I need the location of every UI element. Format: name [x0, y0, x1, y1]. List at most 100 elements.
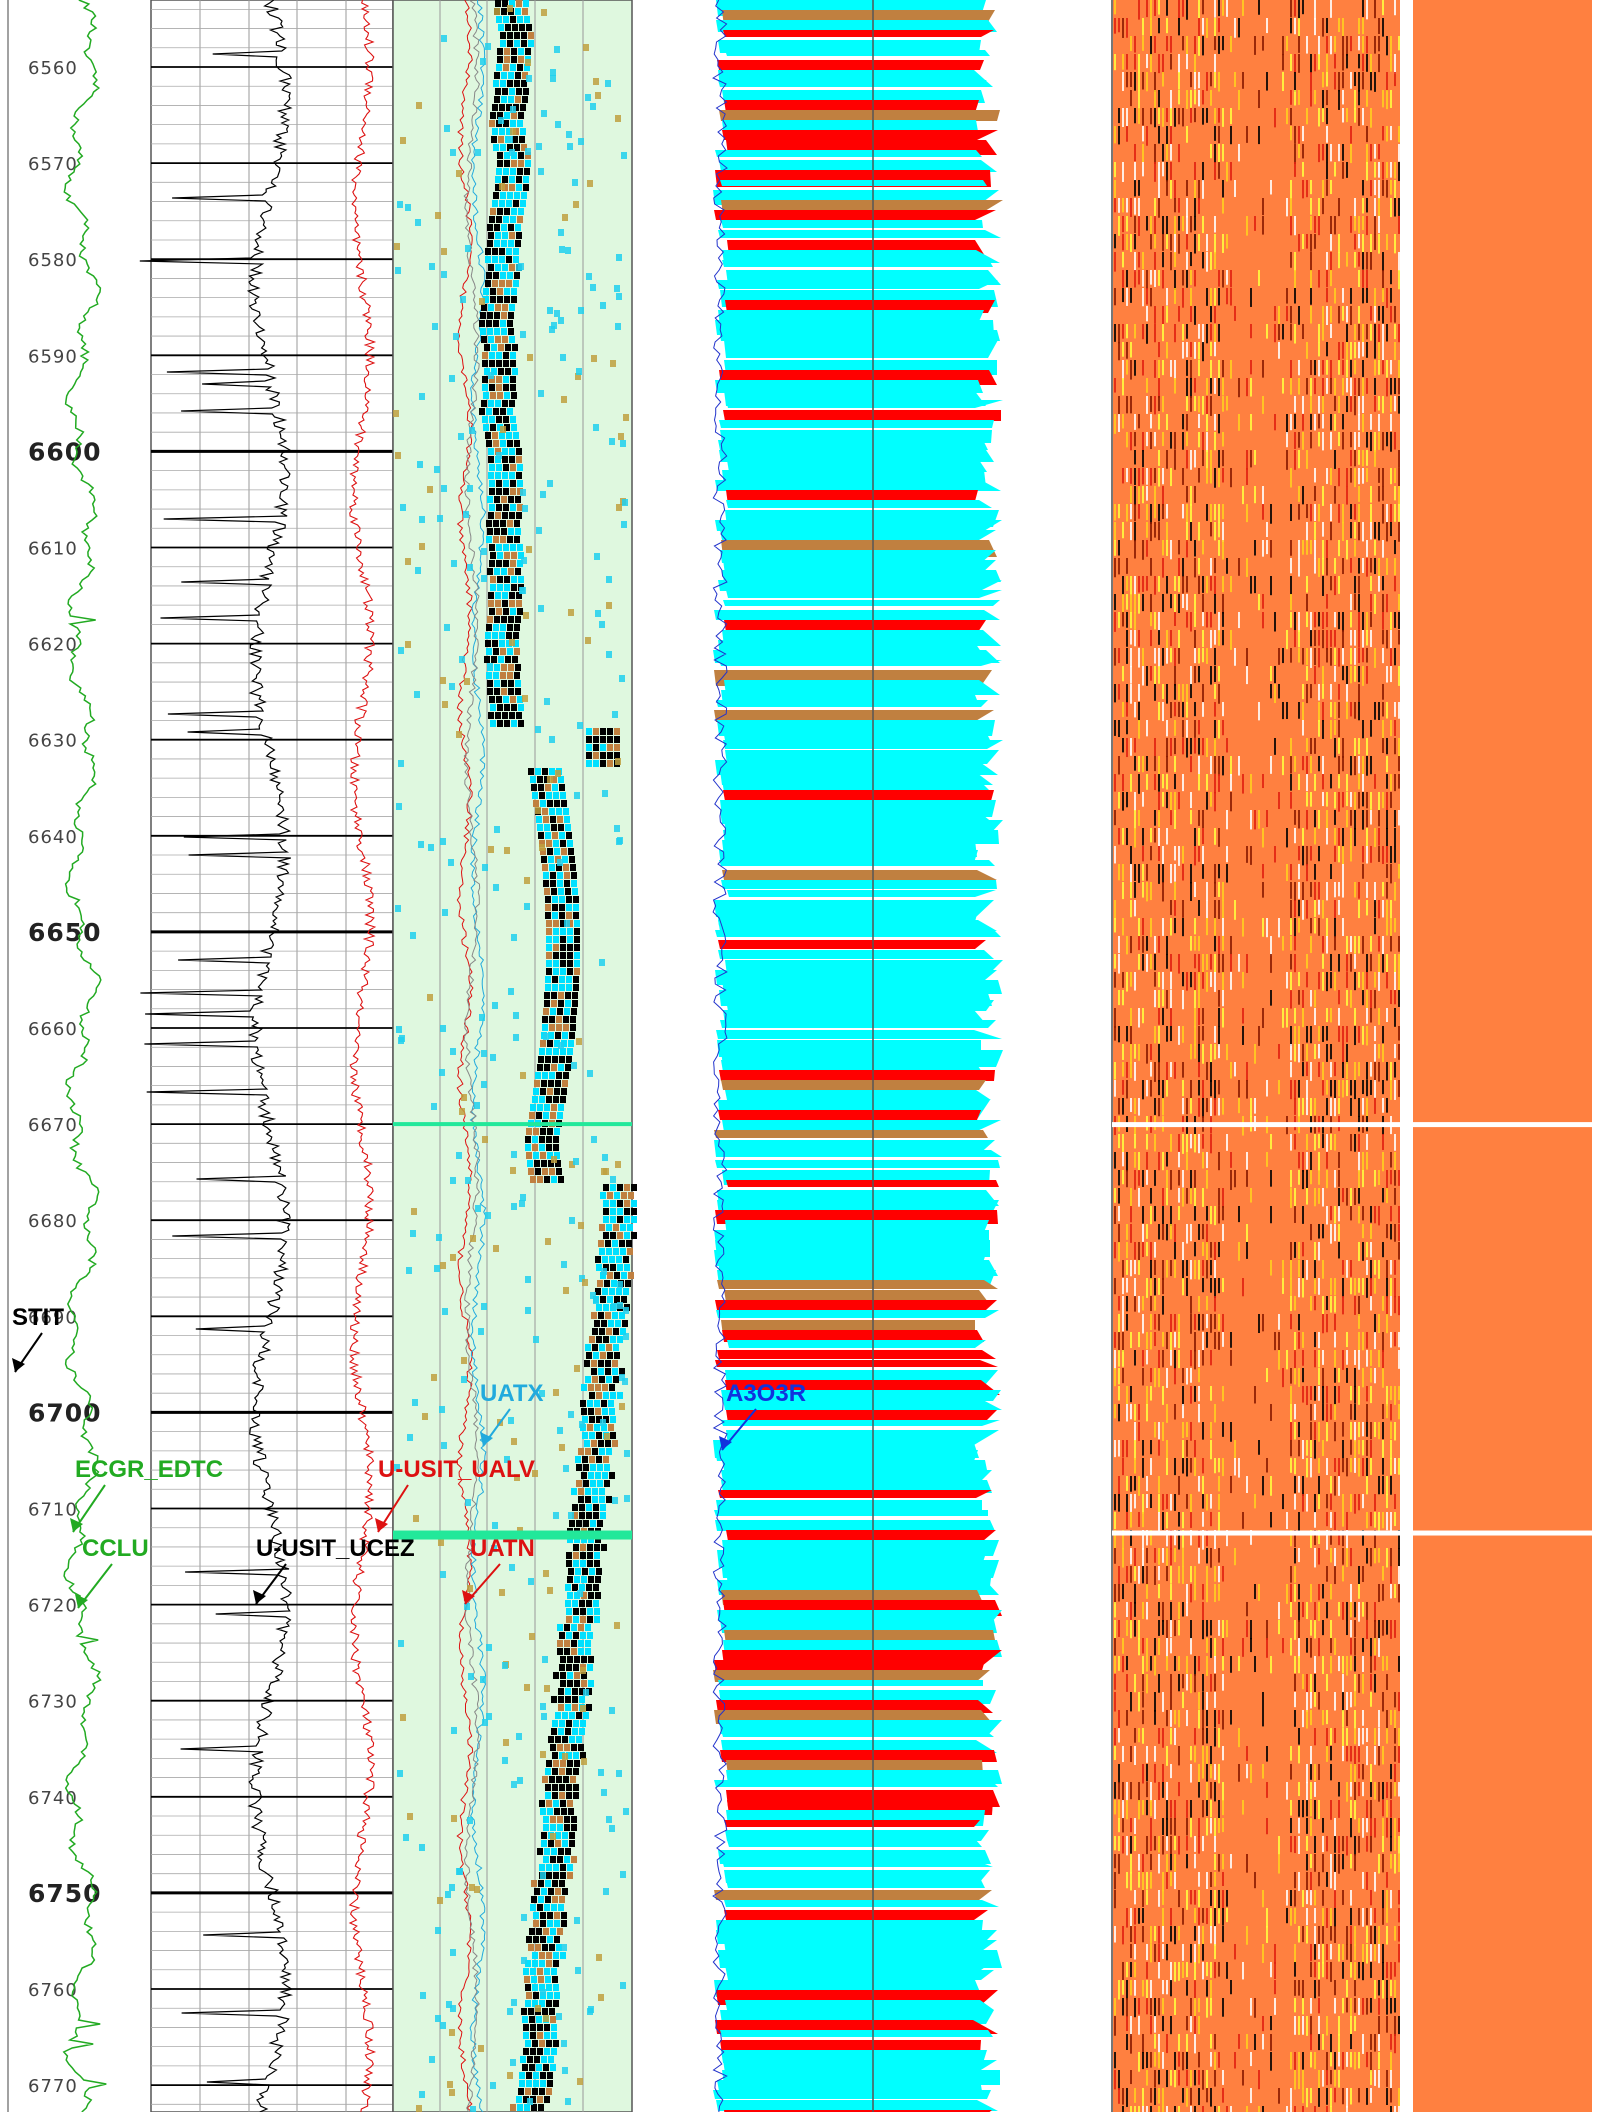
image-stripe [1122, 1134, 1124, 1153]
waveform-pixel [501, 96, 507, 103]
image-stripe [1310, 684, 1312, 699]
waveform-pixel [545, 1768, 551, 1775]
image-stripe [1162, 270, 1164, 289]
waveform-pixel [486, 408, 492, 415]
image-stripe [1174, 864, 1176, 882]
waveform-speck [549, 326, 555, 333]
waveform-pixel [551, 1000, 557, 1007]
waveform-pixel [614, 728, 620, 735]
image-stripe [1206, 1818, 1208, 1836]
image-stripe [1214, 1872, 1216, 1887]
image-stripe [1222, 720, 1224, 736]
image-stripe [1162, 864, 1164, 883]
image-stripe [1190, 2016, 1192, 2033]
waveform-pixel [624, 1232, 630, 1239]
bond-left-band [718, 440, 873, 450]
waveform-speck [508, 1417, 514, 1424]
waveform-speck [395, 267, 401, 274]
image-stripe [1174, 738, 1176, 755]
image-stripe [1138, 0, 1140, 20]
waveform-pixel [486, 536, 492, 543]
image-stripe [1222, 1818, 1224, 1833]
image-stripe [1310, 252, 1312, 272]
image-stripe [1306, 1764, 1308, 1784]
image-stripe [1146, 0, 1148, 18]
waveform-pixel [560, 1760, 566, 1767]
waveform-speck [536, 143, 542, 150]
image-stripe [1130, 432, 1132, 451]
waveform-pixel [483, 424, 489, 431]
image-stripe [1118, 1296, 1120, 1311]
image-stripe [1262, 774, 1264, 789]
image-stripe [1182, 1026, 1184, 1043]
image-stripe [1174, 1656, 1176, 1672]
image-stripe [1302, 900, 1304, 920]
image-stripe [1270, 756, 1272, 774]
image-stripe [1278, 1332, 1280, 1351]
image-stripe [1162, 918, 1164, 936]
waveform-pixel [502, 592, 508, 599]
image-stripe [1246, 558, 1248, 577]
image-stripe [1186, 1494, 1188, 1509]
waveform-pixel [563, 1016, 569, 1023]
waveform-pixel [559, 976, 565, 983]
image-stripe [1290, 648, 1292, 663]
image-stripe [1234, 2052, 1236, 2069]
image-stripe [1114, 180, 1116, 200]
waveform-speck [561, 1944, 567, 1951]
waveform-pixel [628, 1272, 634, 1279]
image-stripe [1150, 1242, 1152, 1261]
image-stripe [1182, 1602, 1184, 1617]
waveform-speck [398, 647, 404, 654]
image-stripe [1126, 432, 1128, 448]
image-stripe [1194, 1854, 1196, 1869]
image-stripe [1190, 1368, 1192, 1383]
image-stripe [1218, 18, 1220, 33]
waveform-pixel [553, 1144, 559, 1151]
image-stripe [1306, 792, 1308, 807]
image-stripe [1202, 36, 1204, 56]
waveform-pixel [555, 1160, 561, 1167]
bond-left-band [718, 940, 873, 949]
image-stripe [1278, 1314, 1280, 1330]
waveform-pixel [546, 960, 552, 967]
image-stripe [1290, 1836, 1292, 1853]
waveform-pixel [553, 952, 559, 959]
waveform-pixel [547, 1128, 553, 1135]
waveform-pixel [605, 1440, 611, 1447]
image-stripe [1218, 540, 1220, 556]
waveform-pixel [581, 1576, 587, 1583]
waveform-pixel [533, 1088, 539, 1095]
image-stripe [1290, 1404, 1292, 1423]
waveform-pixel [549, 808, 555, 815]
image-stripe [1206, 1062, 1208, 1080]
image-stripe [1186, 234, 1188, 250]
image-stripe [1178, 1476, 1180, 1495]
image-stripe [1302, 990, 1304, 1008]
waveform-pixel [572, 992, 578, 999]
image-stripe [1126, 1566, 1128, 1583]
image-stripe [1310, 1296, 1312, 1311]
image-stripe [1166, 1944, 1168, 1961]
waveform-pixel [512, 136, 518, 143]
image-stripe [1122, 1044, 1124, 1060]
waveform-pixel [596, 1416, 602, 1423]
waveform-pixel [550, 2064, 556, 2071]
waveform-pixel [495, 232, 501, 239]
bond-right-band [873, 790, 994, 801]
waveform-pixel [628, 1192, 634, 1199]
waveform-pixel [610, 1184, 616, 1191]
waveform-pixel [573, 1784, 579, 1791]
image-stripe [1186, 2088, 1188, 2107]
waveform-speck [502, 1662, 508, 1669]
waveform-pixel [534, 1080, 540, 1087]
waveform-pixel [548, 1888, 554, 1895]
image-stripe [1118, 1098, 1120, 1115]
image-stripe [1114, 1782, 1116, 1799]
depth-label: 6580 [28, 250, 78, 271]
image-stripe [1178, 2034, 1180, 2052]
image-stripe [1322, 198, 1324, 215]
bond-right-band [873, 250, 1000, 263]
image-stripe [1194, 540, 1196, 557]
waveform-speck [525, 148, 531, 155]
